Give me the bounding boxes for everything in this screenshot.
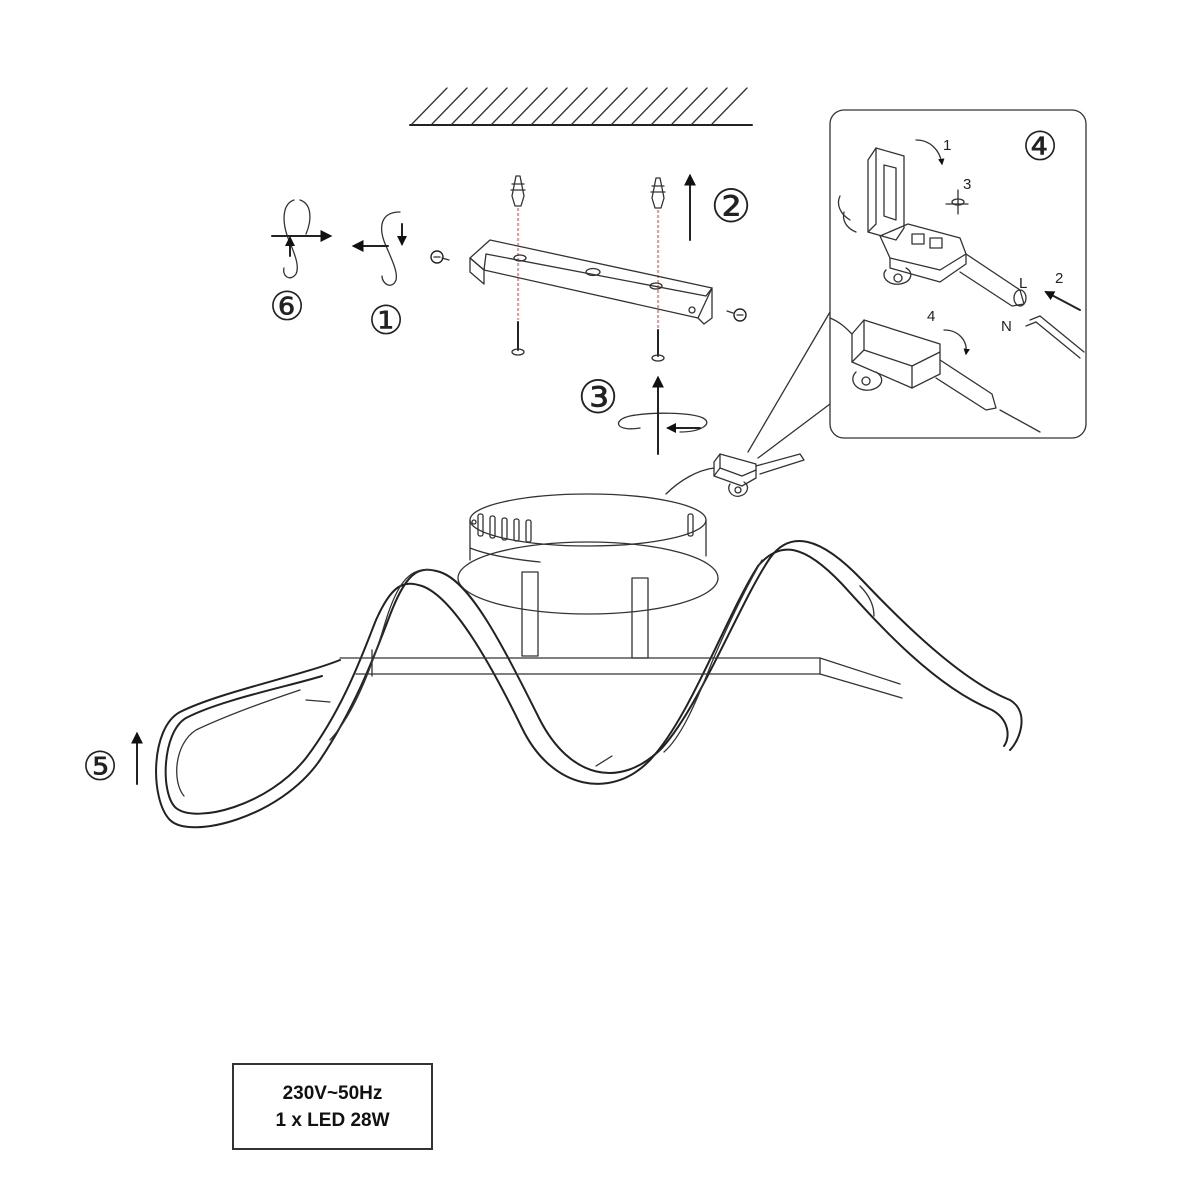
rotate-icon [271, 199, 333, 279]
rotate-icon [351, 211, 407, 286]
screwdriver-icon [945, 189, 969, 215]
inset-step-3: 3 [963, 176, 971, 193]
step-6-label: ⑥ [269, 284, 305, 330]
terminal-block-closed [829, 317, 1041, 433]
led-ribbon [155, 540, 1023, 829]
ceiling-hatch [409, 87, 753, 126]
step-5-label: ⑤ [82, 744, 118, 790]
inset-step-2: 2 [1055, 270, 1063, 287]
screw-right [651, 329, 665, 362]
step-4-label: ④ [1022, 124, 1058, 170]
step-2-label: ② [710, 179, 751, 233]
set-screw-right [726, 308, 747, 322]
wiring-detail-frame [829, 109, 1087, 439]
callout-line [747, 311, 831, 453]
rotate-arrow-icon [943, 329, 970, 356]
spec-voltage: 230V~50Hz [282, 1082, 383, 1104]
wire-ends [1025, 315, 1085, 359]
step-1-label: ① [368, 298, 404, 344]
wall-plug-right [650, 177, 666, 209]
spec-box: 230V~50Hz 1 x LED 28W [232, 1063, 433, 1150]
wall-plug-left [510, 175, 526, 207]
lamp-canopy [457, 493, 719, 659]
mounting-bracket [469, 239, 713, 325]
step-3-label: ③ [577, 370, 618, 424]
terminal-block-open [837, 147, 1027, 307]
connector-small [665, 453, 805, 497]
rotate-arrow-icon [915, 139, 945, 166]
wire-label-l: L [1019, 275, 1027, 292]
inset-step-1: 1 [943, 137, 951, 154]
set-screw-left [430, 250, 450, 264]
arrow-icon [1044, 291, 1081, 311]
spec-lamp: 1 x LED 28W [275, 1109, 390, 1131]
screw-left [511, 321, 525, 356]
rotate-icon [618, 375, 708, 455]
wire-label-n: N [1001, 318, 1012, 335]
inset-step-4: 4 [927, 308, 935, 325]
callout-line [757, 403, 831, 459]
